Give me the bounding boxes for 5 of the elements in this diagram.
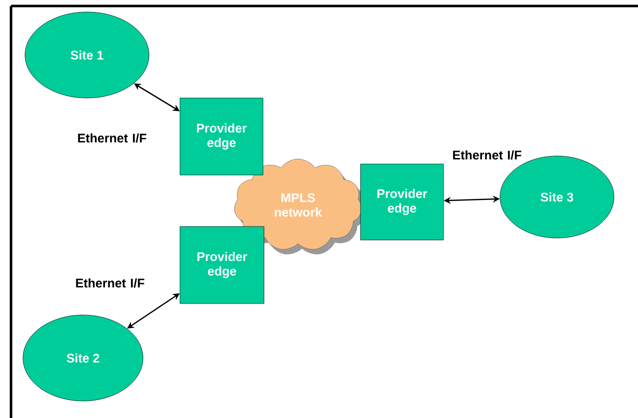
edge-label: Ethernet I/F bbox=[76, 278, 144, 288]
provider-edge-box: Provider edge bbox=[180, 98, 264, 176]
provider-edge-box: Provider edge bbox=[360, 164, 444, 240]
provider-edge-box: Provider edge bbox=[180, 226, 264, 304]
edge-label: Ethernet I/F bbox=[78, 133, 146, 143]
